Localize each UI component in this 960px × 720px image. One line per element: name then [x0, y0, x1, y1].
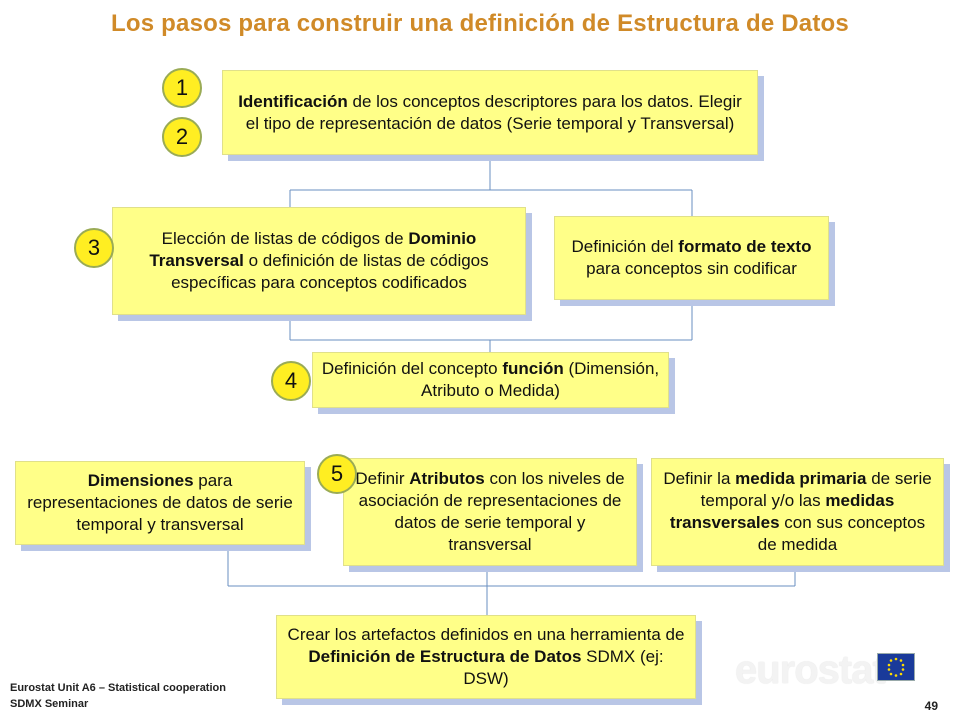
measures-box: Definir la medida primaria de serie temp…: [651, 458, 944, 566]
step-3-badge: 3: [74, 228, 114, 268]
step-3-box: Elección de listas de códigos de Dominio…: [112, 207, 526, 315]
page-number: 49: [924, 699, 938, 713]
footer-seminar: SDMX Seminar: [10, 698, 89, 710]
dimensions-box: Dimensiones para representaciones de dat…: [15, 461, 305, 545]
page-title: Los pasos para construir una definición …: [111, 10, 849, 37]
step-1-badge: 1: [162, 68, 202, 108]
eu-flag-icon: [877, 653, 915, 681]
step-5-badge: 5: [317, 454, 357, 494]
footer-unit: Eurostat Unit A6 – Statistical cooperati…: [10, 682, 226, 694]
step-4-badge: 4: [271, 361, 311, 401]
attributes-box: Definir Atributos con los niveles de aso…: [343, 458, 637, 566]
step-1-box: Identificación de los conceptos descript…: [222, 70, 758, 155]
step-4-box: Definición del concepto función (Dimensi…: [312, 352, 669, 408]
step-2-badge: 2: [162, 117, 202, 157]
text-format-box: Definición del formato de texto para con…: [554, 216, 829, 300]
create-artifacts-box: Crear los artefactos definidos en una he…: [276, 615, 696, 699]
eurostat-logo: eurostat: [735, 648, 886, 692]
